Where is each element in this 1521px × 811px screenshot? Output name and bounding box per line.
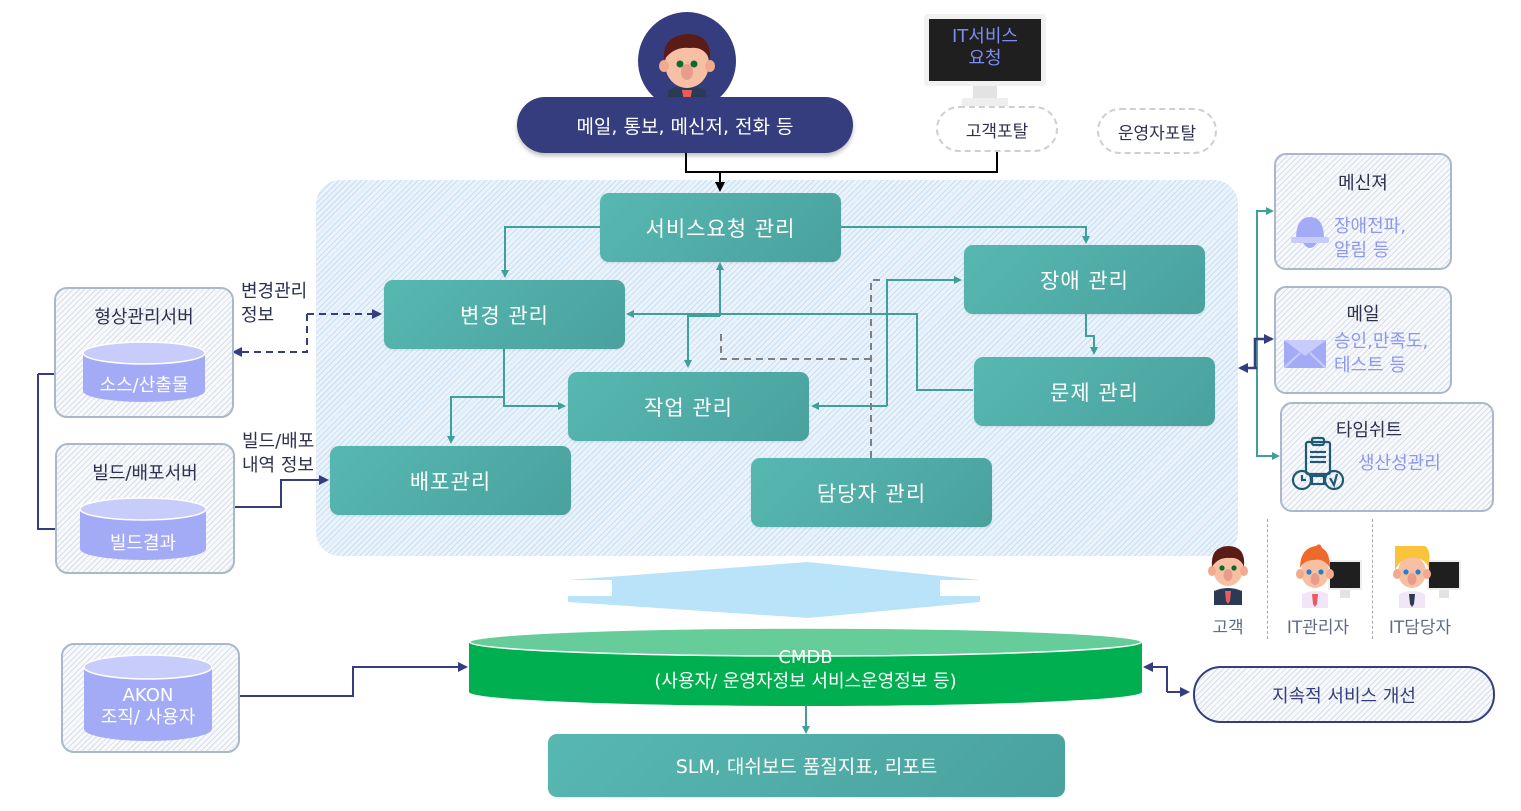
- mail-title: 메일: [1346, 304, 1380, 325]
- timesheet-title: 타임쉬트: [1335, 420, 1403, 441]
- line-incident-to-problem: [1085, 314, 1098, 355]
- build-result-label: 빌드결과: [109, 533, 177, 554]
- operator-portal-label: 운영자포탈: [1117, 123, 1197, 144]
- change-info-line1: 변경관리: [241, 281, 308, 302]
- process-assignee-label: 담당자 관리: [816, 481, 927, 506]
- build-result-db[interactable]: 빌드결과: [79, 497, 207, 561]
- line-to-timesheet: [1256, 368, 1280, 460]
- monitor-text-line2: 요청: [968, 48, 1002, 69]
- build-info-note: 빌드/배포 내역 정보: [242, 430, 314, 478]
- contact-channels-pill: 메일, 통보, 메신저, 전화 등: [517, 97, 853, 153]
- process-incident[interactable]: 장애 관리: [964, 245, 1205, 314]
- line-problem-to-change: [626, 310, 973, 391]
- persona-divider-1: [1267, 519, 1268, 639]
- line-service-to-incident: [841, 226, 1090, 244]
- line-to-mail: [1253, 334, 1274, 368]
- process-incident-label: 장애 관리: [1040, 268, 1129, 293]
- persona-divider-2: [1372, 519, 1373, 639]
- process-deployment[interactable]: 배포관리: [330, 446, 571, 515]
- process-service-request-label: 서비스요청 관리: [645, 216, 796, 241]
- line-change-to-deploy: [447, 396, 504, 444]
- process-task[interactable]: 작업 관리: [568, 372, 809, 441]
- continuous-improvement-pill[interactable]: 지속적 서비스 개선: [1193, 666, 1495, 723]
- reports-box[interactable]: SLM, 대쉬보드 품질지표, 리포트: [548, 734, 1065, 797]
- config-server-box: 형상관리서버 소스/산출물: [54, 287, 234, 418]
- mail-desc-line2: 테스트 등: [1334, 355, 1406, 376]
- messenger-card[interactable]: 메신져 장애전파, 알림 등: [1274, 153, 1452, 270]
- line-improvement-to-cmdb: [1143, 662, 1168, 692]
- customer-portal-label: 고객포탈: [965, 121, 1029, 142]
- line-service-to-change: [501, 226, 600, 278]
- process-change[interactable]: 변경 관리: [384, 280, 625, 349]
- continuous-improvement-label: 지속적 서비스 개선: [1272, 685, 1416, 707]
- messenger-title: 메신져: [1338, 173, 1388, 194]
- line-to-messenger: [1256, 207, 1274, 368]
- bell-icon: [1291, 217, 1329, 248]
- reports-label: SLM, 대쉬보드 품질지표, 리포트: [675, 756, 938, 778]
- process-deployment-label: 배포관리: [409, 469, 492, 494]
- build-info-line1: 빌드/배포: [242, 431, 315, 452]
- persona-it-staff-label: IT담당자: [1388, 618, 1452, 638]
- mail-card[interactable]: 메일 승인,만족도, 테스트 등: [1274, 286, 1452, 394]
- akon-line2: 조직/ 사용자: [100, 707, 196, 728]
- process-task-label: 작업 관리: [644, 395, 733, 420]
- persona-customer: [1198, 535, 1258, 605]
- messenger-desc-line2: 알림 등: [1334, 240, 1390, 261]
- line-service-to-task: [684, 315, 720, 368]
- line-task-to-incident: [886, 276, 962, 406]
- process-assignee[interactable]: 담당자 관리: [751, 458, 992, 527]
- sync-arrow-icon: [568, 562, 984, 618]
- akon-box: AKON 조직/ 사용자: [61, 643, 240, 753]
- contact-channels-label: 메일, 통보, 메신저, 전화 등: [576, 115, 794, 138]
- cmdb-title: CMDB: [778, 647, 833, 668]
- persona-it-manager-label: IT관리자: [1286, 618, 1350, 638]
- source-artifacts-db[interactable]: 소스/산출물: [82, 341, 206, 403]
- it-staff-avatar-icon: [1393, 546, 1461, 608]
- customer-avatar-icon: [638, 12, 736, 110]
- customer-portal[interactable]: 고객포탈: [936, 106, 1058, 152]
- clipboard-clock-icon: [1291, 436, 1345, 491]
- change-info-note: 변경관리 정보: [241, 280, 307, 328]
- mail-desc-line1: 승인,만족도,: [1334, 331, 1429, 352]
- operator-portal[interactable]: 운영자포탈: [1097, 108, 1217, 154]
- cmdb-database[interactable]: CMDB (사용자/ 운영자정보 서비스운영정보 등): [468, 626, 1143, 708]
- persona-customer-label: 고객: [1212, 618, 1244, 638]
- persona-it-manager: [1288, 540, 1364, 608]
- cmdb-description: (사용자/ 운영자정보 서비스운영정보 등): [654, 671, 957, 692]
- line-akon-to-cmdb: [238, 662, 468, 697]
- persona-it-staff: [1385, 540, 1465, 608]
- config-server-title: 형상관리서버: [94, 307, 194, 328]
- monitor-icon: IT서비스 요청: [924, 14, 1046, 106]
- process-problem[interactable]: 문제 관리: [974, 357, 1215, 426]
- build-server-title: 빌드/배포서버: [92, 463, 198, 484]
- line-channels-to-service: [685, 153, 725, 192]
- build-info-line2: 내역 정보: [242, 455, 314, 476]
- akon-line1: AKON: [122, 685, 174, 706]
- line-portal-to-service: [720, 150, 998, 173]
- change-info-line2: 정보: [241, 305, 275, 326]
- line-assignee-dashed-2: [720, 332, 871, 360]
- it-manager-avatar-icon: [1296, 544, 1362, 608]
- akon-db[interactable]: AKON 조직/ 사용자: [83, 653, 213, 743]
- messenger-desc-line1: 장애전파,: [1334, 216, 1406, 237]
- customer-avatar-icon: [1208, 546, 1248, 605]
- line-change-info-in: [232, 314, 308, 357]
- process-service-request[interactable]: 서비스요청 관리: [600, 193, 841, 262]
- process-change-label: 변경 관리: [460, 303, 549, 328]
- line-change-to-task: [503, 349, 566, 410]
- line-build-to-deploy: [232, 475, 329, 508]
- timesheet-desc: 생산성관리: [1358, 453, 1441, 474]
- envelope-icon: [1284, 340, 1326, 368]
- build-server-box: 빌드/배포서버 빌드결과: [55, 443, 235, 574]
- source-artifacts-label: 소스/산출물: [99, 375, 189, 396]
- process-problem-label: 문제 관리: [1050, 380, 1139, 405]
- timesheet-card[interactable]: 타임쉬트 생산성관리: [1280, 402, 1494, 512]
- line-assignee-dashed: [870, 279, 880, 458]
- monitor-text-line1: IT서비스: [952, 26, 1018, 47]
